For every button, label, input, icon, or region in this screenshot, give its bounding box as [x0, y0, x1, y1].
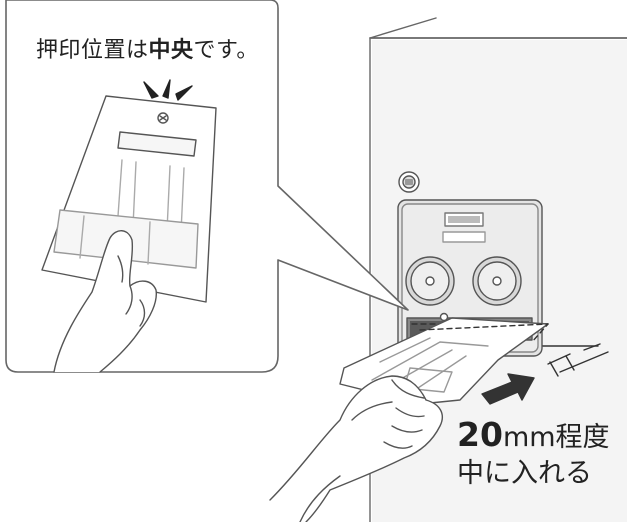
caption-prefix: 押印位置は — [36, 38, 149, 63]
caption-suffix: です。 — [193, 38, 259, 63]
insert-depth-unit: mm程度 — [502, 422, 610, 453]
key-lock-icon — [398, 171, 420, 193]
stamp-position-marks-icon — [143, 79, 193, 101]
document-illustration — [41, 95, 217, 303]
caption-emphasis: 中央 — [148, 38, 194, 63]
insert-instruction: 中に入れる — [457, 458, 592, 489]
insert-depth-value: 20 — [457, 415, 503, 454]
push-arrow-icon — [481, 373, 535, 405]
right-round-button — [472, 256, 522, 306]
hand-bottom — [269, 375, 444, 522]
insert-depth-note: 20mm程度 中に入れる — [457, 418, 610, 489]
left-round-button — [405, 256, 455, 306]
hand-callout — [53, 230, 157, 373]
stamp-position-caption: 押印位置は中央です。 — [36, 32, 259, 64]
dimension-marker — [542, 343, 609, 377]
